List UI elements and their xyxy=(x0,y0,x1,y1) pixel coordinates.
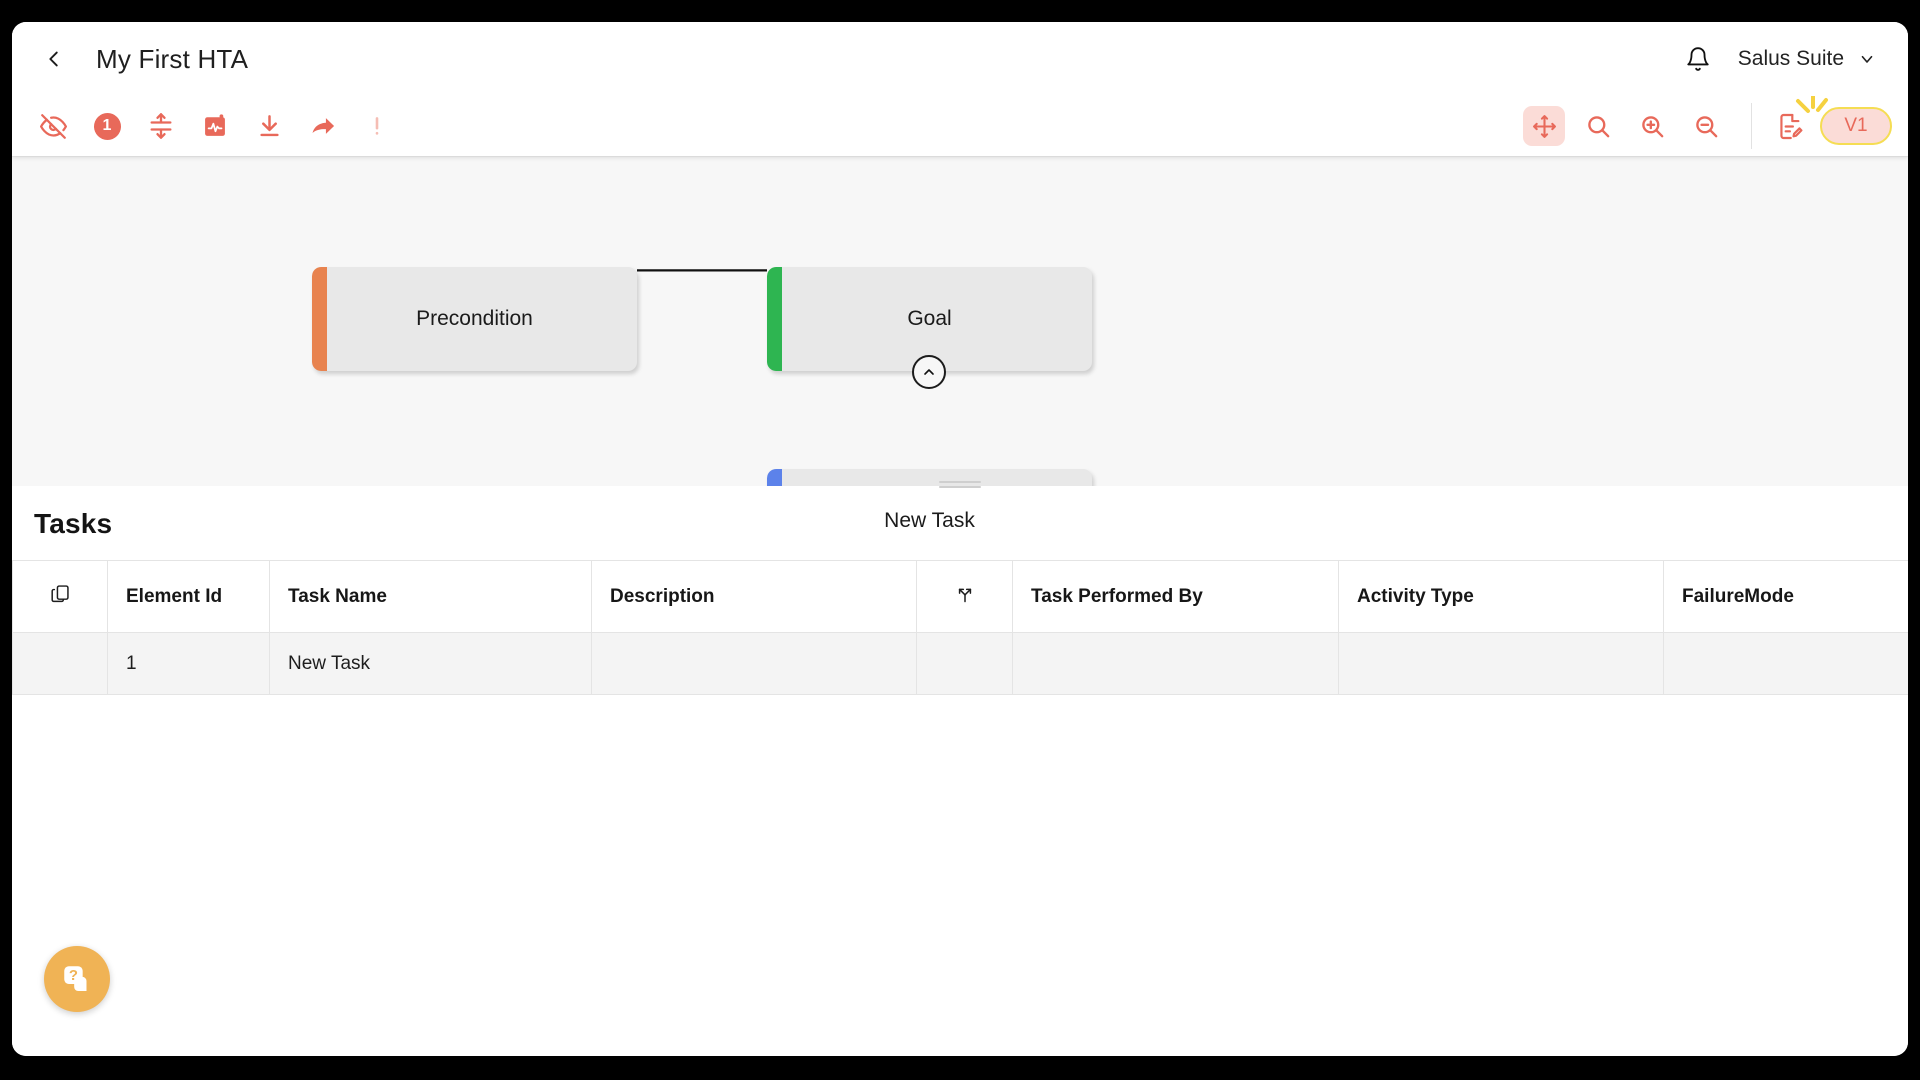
help-chat-button[interactable]: ? xyxy=(44,946,110,1012)
branch-icon xyxy=(955,584,975,604)
distribute-vertical-icon xyxy=(150,113,172,139)
column-header-branch[interactable] xyxy=(916,560,1013,633)
page-title: My First HTA xyxy=(96,43,249,74)
issue-count-button[interactable]: 1 xyxy=(80,104,134,148)
cell-branch[interactable] xyxy=(916,632,1013,695)
table-header-row: Element Id Task Name Description xyxy=(12,560,1908,633)
column-header-task-performed-by[interactable]: Task Performed By xyxy=(1012,560,1339,633)
issue-count-badge: 1 xyxy=(93,112,121,140)
column-header-select[interactable] xyxy=(12,560,108,633)
eye-off-icon xyxy=(39,113,67,139)
chart-clipboard-icon xyxy=(205,114,225,136)
toolbar-right-group: V1 xyxy=(1517,92,1898,149)
zoom-out-button[interactable] xyxy=(1679,104,1733,148)
tasks-panel: Tasks xyxy=(12,486,1908,1056)
column-header-element-id[interactable]: Element Id xyxy=(107,560,270,633)
auto-layout-button[interactable] xyxy=(134,104,188,148)
download-button[interactable] xyxy=(242,104,296,148)
cell-description[interactable] xyxy=(591,632,917,695)
resize-grip-line xyxy=(939,486,981,488)
cell-select[interactable] xyxy=(12,632,108,695)
back-button[interactable] xyxy=(34,39,74,79)
node-label: New Task xyxy=(884,509,975,532)
node-label: Goal xyxy=(907,307,952,330)
diagram-node-goal[interactable]: Goal xyxy=(767,267,1092,371)
tasks-table-head: Element Id Task Name Description xyxy=(12,560,1908,633)
column-header-activity-type[interactable]: Activity Type xyxy=(1338,560,1664,633)
table-row[interactable]: 1 New Task xyxy=(12,632,1908,695)
zoom-in-icon xyxy=(1641,115,1663,137)
column-header-description[interactable]: Description xyxy=(591,560,917,633)
chevron-up-icon xyxy=(924,369,934,375)
svg-text:?: ? xyxy=(69,968,78,984)
app-header: My First HTA Salus Suite xyxy=(12,22,1908,96)
diagram-canvas[interactable]: Precondition Goal New Task xyxy=(12,156,1908,573)
tasks-table-scroll[interactable]: Element Id Task Name Description xyxy=(12,560,1908,695)
hide-elements-button[interactable] xyxy=(26,104,80,148)
column-header-failure-mode[interactable]: FailureMode xyxy=(1663,560,1908,633)
download-icon xyxy=(259,114,279,136)
pan-tool-button[interactable] xyxy=(1523,106,1565,146)
notifications-button[interactable] xyxy=(1676,37,1720,81)
zoom-out-icon xyxy=(1695,115,1717,137)
document-edit-button[interactable] xyxy=(1766,104,1814,148)
version-group: V1 xyxy=(1766,92,1898,148)
toolbar-left-group: 1 xyxy=(26,104,404,148)
panel-resize-handle[interactable] xyxy=(939,479,981,490)
search-icon xyxy=(1587,115,1609,137)
share-button[interactable] xyxy=(296,104,350,148)
diagram-node-precondition[interactable]: Precondition xyxy=(312,267,637,371)
search-button[interactable] xyxy=(1571,104,1625,148)
help-chat-icon: ? xyxy=(64,966,87,992)
share-arrow-icon xyxy=(312,118,335,134)
version-badge[interactable]: V1 xyxy=(1820,107,1892,145)
document-edit-icon xyxy=(1779,113,1802,139)
toolbar-divider xyxy=(1751,103,1752,149)
editor-toolbar: 1 xyxy=(12,92,1908,156)
account-menu[interactable]: Salus Suite xyxy=(1738,47,1882,71)
resize-grip-line xyxy=(939,481,981,483)
tasks-table: Element Id Task Name Description xyxy=(12,560,1908,695)
cell-task-name[interactable]: New Task xyxy=(269,632,592,695)
account-name: Salus Suite xyxy=(1737,47,1844,70)
cell-failure-mode[interactable] xyxy=(1663,632,1908,695)
move-arrows-icon xyxy=(1532,114,1556,138)
node-label: Precondition xyxy=(416,307,533,330)
cell-activity-type[interactable] xyxy=(1338,632,1664,695)
chevron-down-icon xyxy=(1861,55,1873,63)
cell-element-id[interactable]: 1 xyxy=(107,632,270,695)
app-window: My First HTA Salus Suite xyxy=(12,22,1908,1056)
zoom-in-button[interactable] xyxy=(1625,104,1679,148)
copy-icon xyxy=(50,583,71,604)
column-header-task-name[interactable]: Task Name xyxy=(269,560,592,633)
chevron-left-icon xyxy=(49,51,58,67)
section-title-tasks: Tasks xyxy=(34,508,113,539)
analysis-button[interactable] xyxy=(188,104,242,148)
node-accent-bar xyxy=(312,267,327,371)
exclamation-icon xyxy=(375,117,379,135)
bell-icon xyxy=(1687,47,1709,71)
cell-task-performed-by[interactable] xyxy=(1012,632,1339,695)
alerts-button[interactable] xyxy=(350,104,404,148)
collapse-toggle-button[interactable] xyxy=(912,355,946,389)
node-accent-bar xyxy=(767,267,782,371)
tasks-table-body: 1 New Task xyxy=(12,632,1908,695)
